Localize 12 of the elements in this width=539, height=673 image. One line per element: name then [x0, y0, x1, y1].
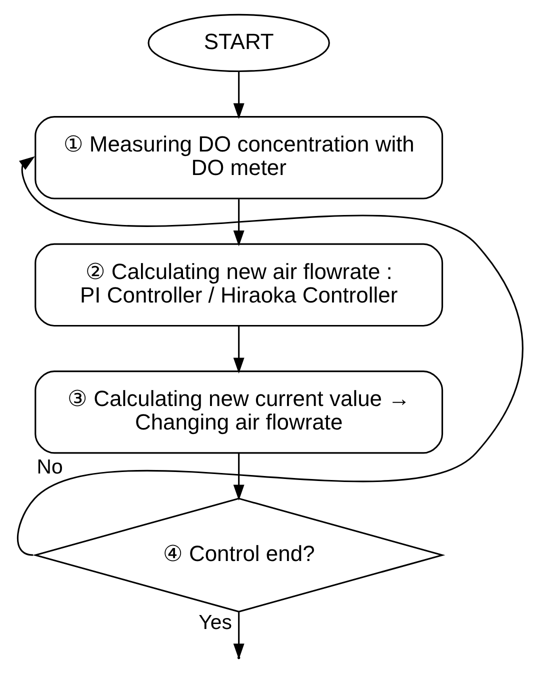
arrow [232, 326, 244, 374]
arrow [16, 156, 523, 556]
node-box: ② Calculating new air flowrate : PI Controller / Hiraoka Controller [34, 243, 443, 327]
arrow [232, 199, 244, 246]
node-ellipse: START [147, 14, 330, 72]
edge-label: Yes [198, 612, 232, 634]
arrow [232, 72, 244, 120]
edge-label: No [36, 456, 62, 478]
node-box: ③ Calculating new current value → Changing air flowrate [34, 370, 443, 454]
node-box: ① Measuring DO concentration with DO meter [34, 116, 443, 200]
node-diamond: ④ Control end? [32, 498, 445, 612]
arrow [232, 453, 244, 500]
